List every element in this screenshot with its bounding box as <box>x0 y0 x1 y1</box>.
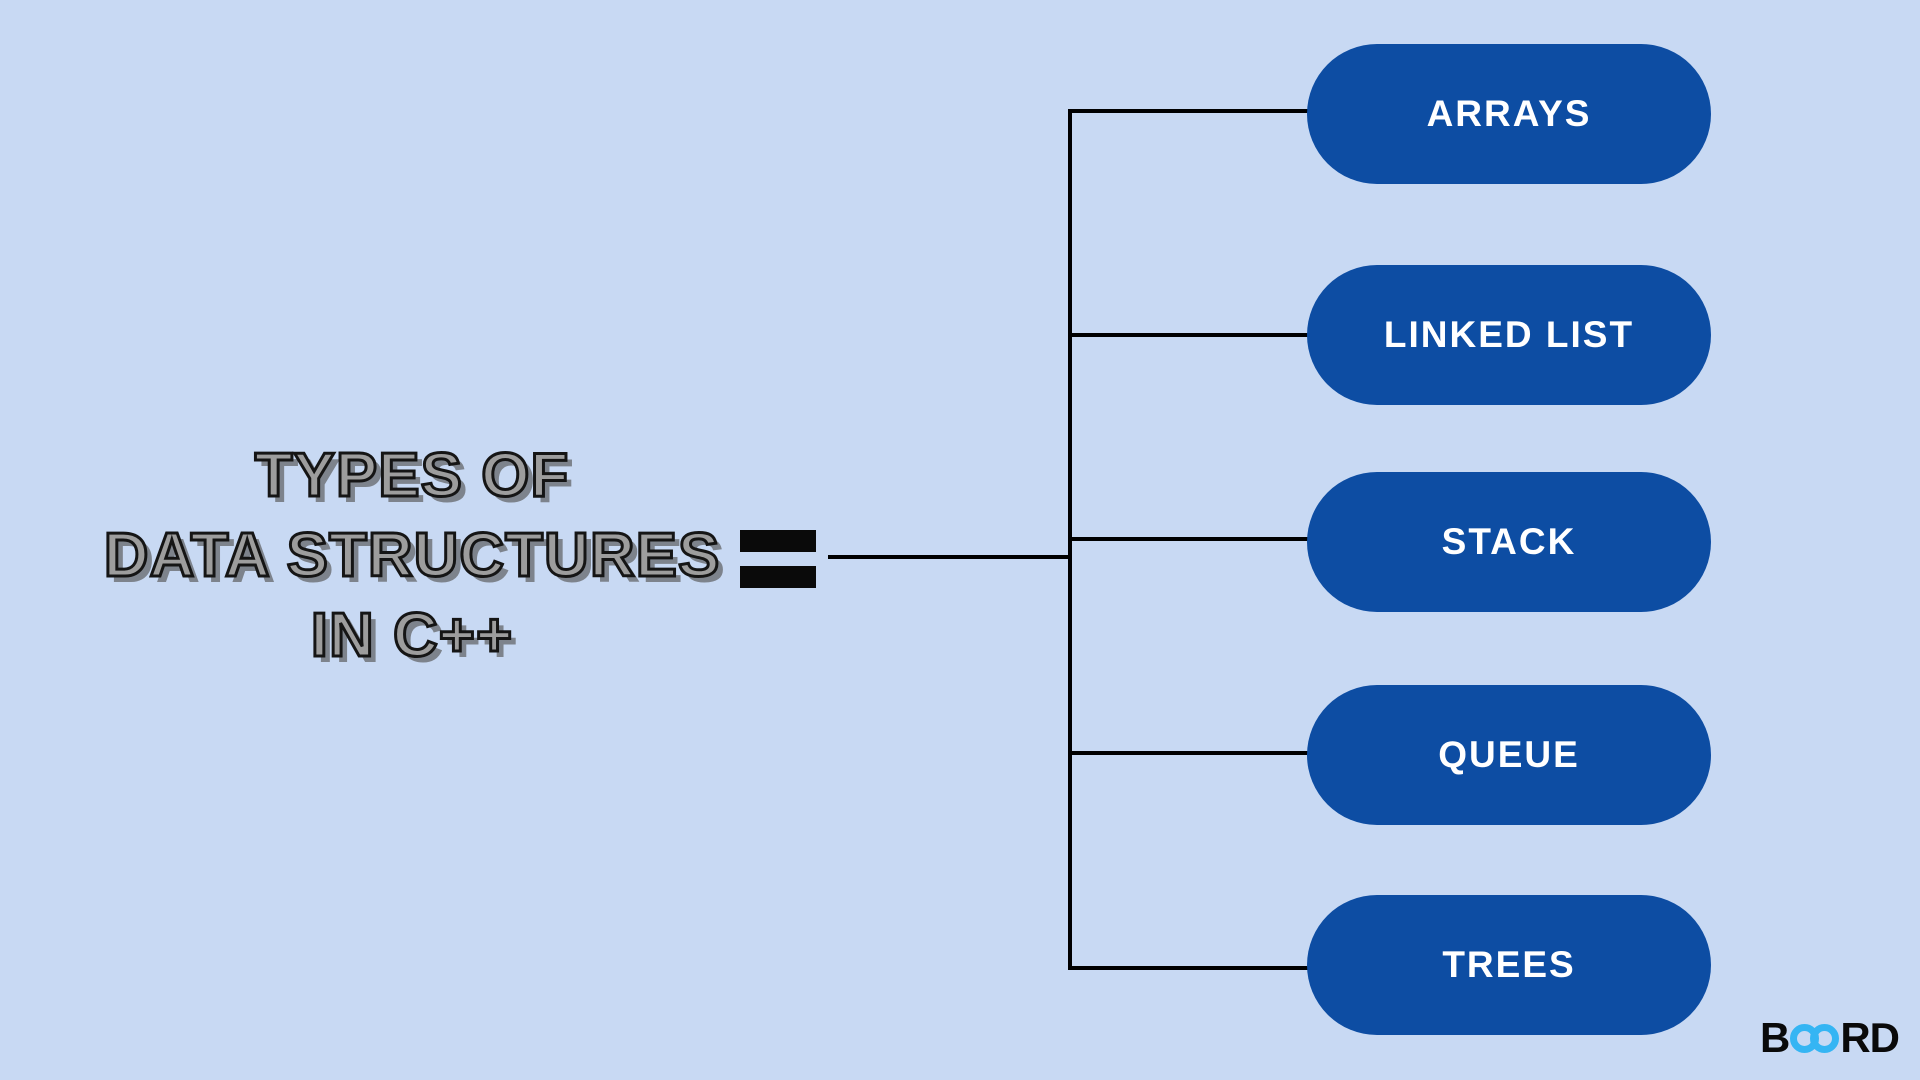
node-label: LINKED LIST <box>1383 314 1635 355</box>
infinity-icon <box>1790 1023 1840 1053</box>
title-line-1: TYPES OF <box>253 440 570 512</box>
node-stack: STACK <box>1307 472 1711 612</box>
equals-bar-bottom <box>740 566 816 588</box>
title-line-2: DATA STRUCTURES <box>102 520 721 592</box>
board-logo: B RD <box>1760 1014 1900 1062</box>
infinity-loop-right <box>1810 1023 1840 1053</box>
branch-line-trees <box>1068 966 1310 970</box>
node-label: STACK <box>1441 521 1577 562</box>
branch-line-arrays <box>1068 109 1310 113</box>
node-label: QUEUE <box>1438 734 1580 775</box>
main-connector-line <box>828 555 1069 559</box>
node-label: ARRAYS <box>1426 93 1592 134</box>
node-trees: TREES <box>1307 895 1711 1035</box>
logo-suffix: RD <box>1840 1014 1900 1061</box>
logo-prefix: B <box>1760 1014 1790 1061</box>
branch-line-queue <box>1068 751 1310 755</box>
branch-line-stack <box>1068 537 1310 541</box>
node-queue: QUEUE <box>1307 685 1711 825</box>
equals-bar-top <box>740 530 816 552</box>
node-arrays: ARRAYS <box>1307 44 1711 184</box>
branch-line-linked-list <box>1068 333 1310 337</box>
title-line-3: IN C++ <box>309 600 514 672</box>
diagram-title: TYPES OF DATA STRUCTURES IN C++ <box>62 436 762 676</box>
node-linked-list: LINKED LIST <box>1307 265 1711 405</box>
node-label: TREES <box>1442 944 1576 985</box>
